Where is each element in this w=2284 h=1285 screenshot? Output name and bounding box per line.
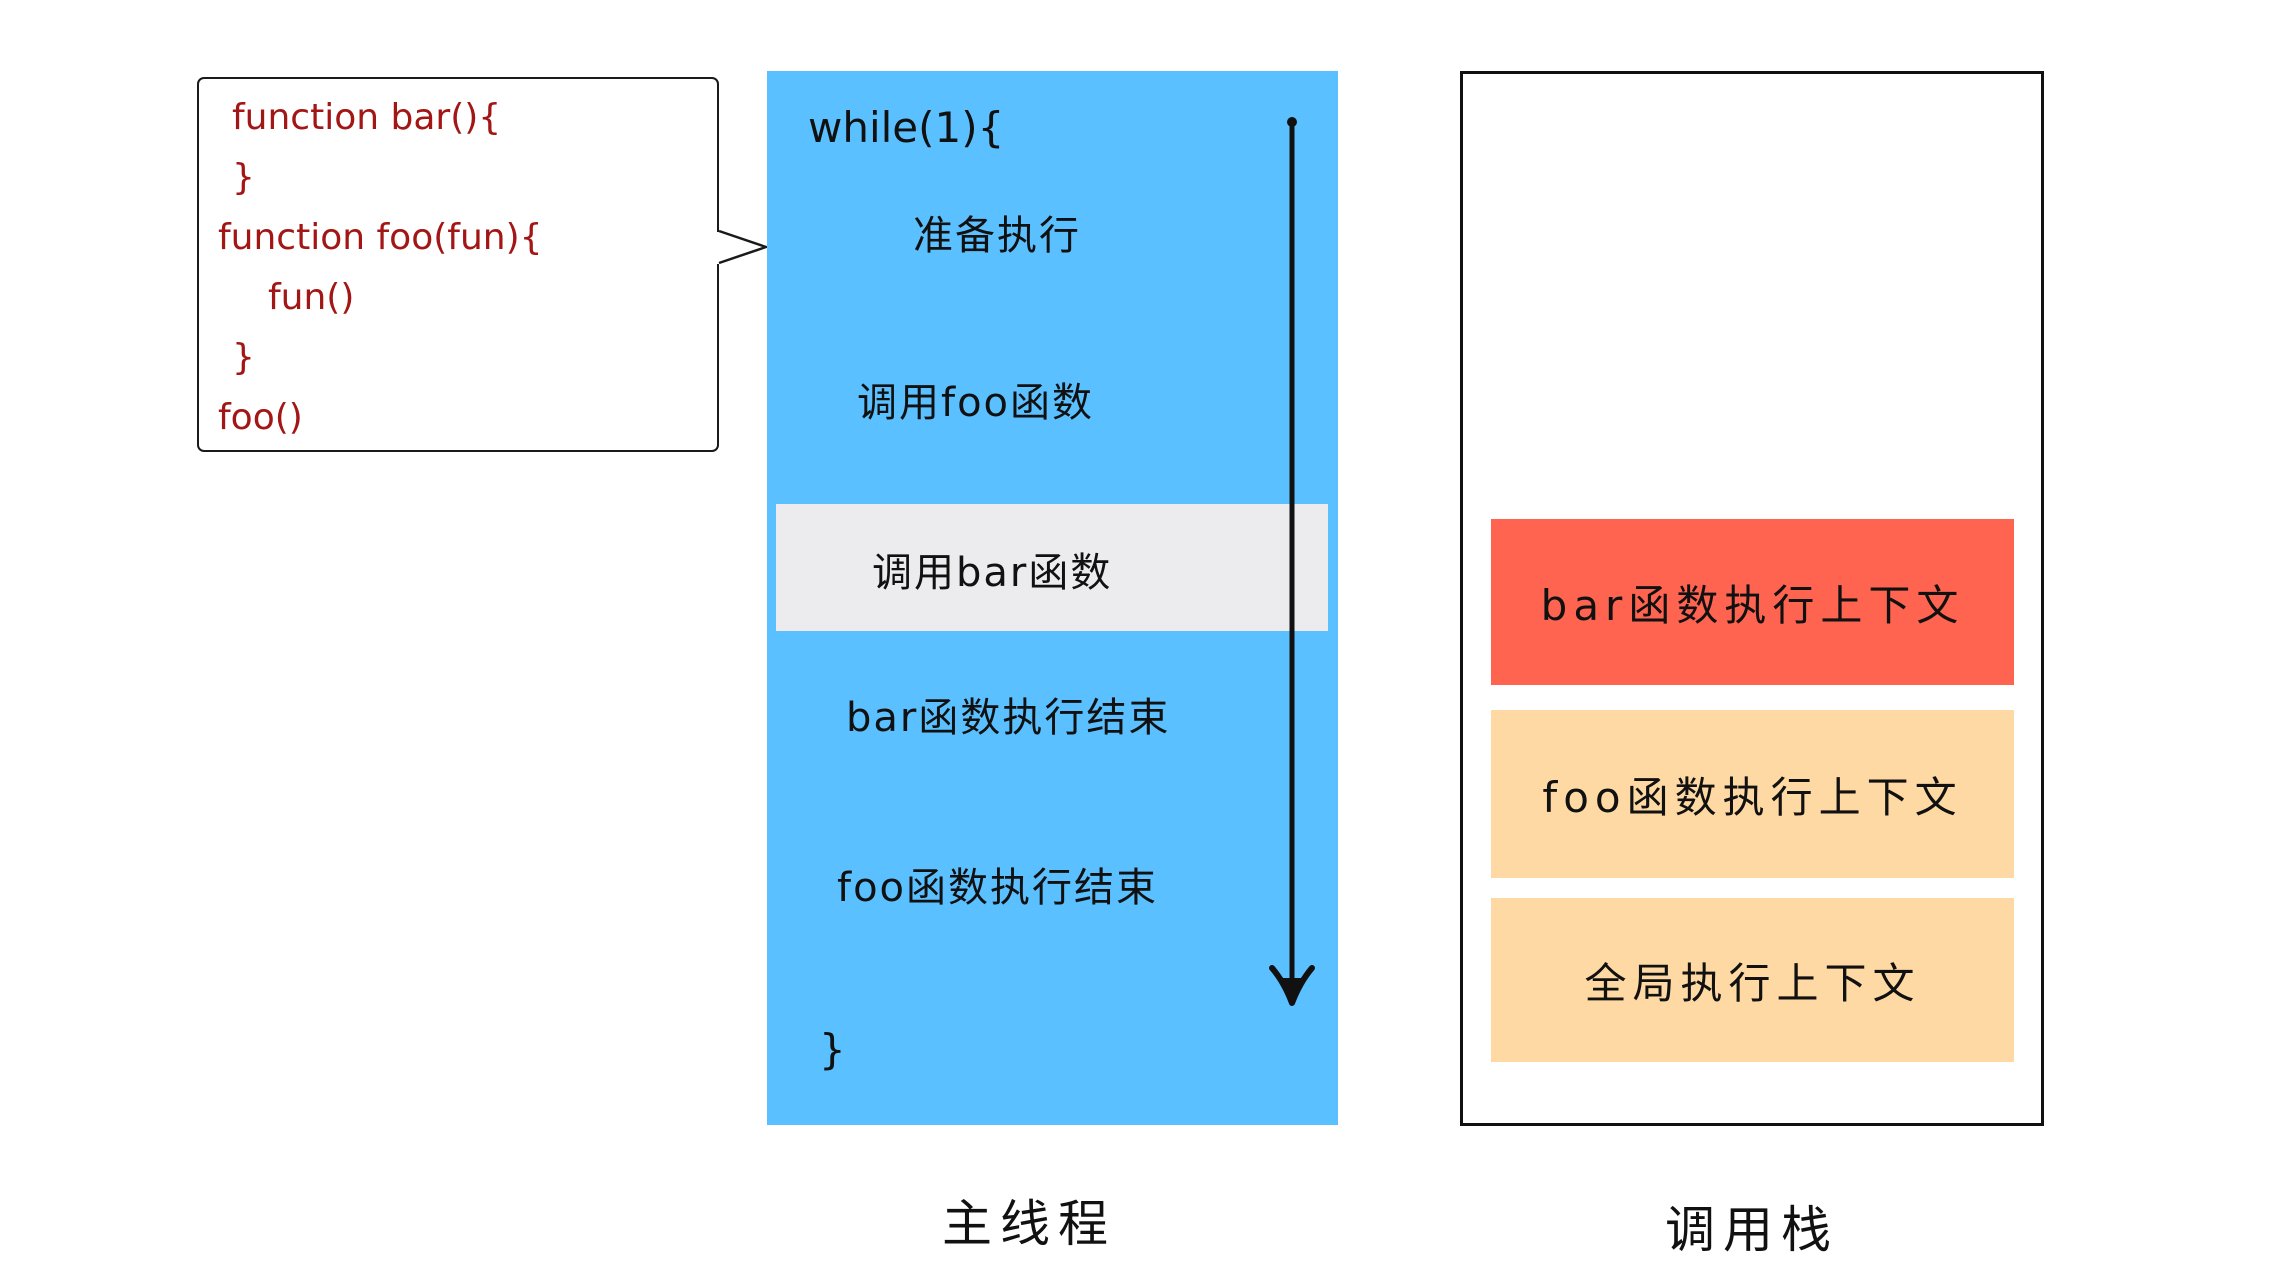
stack-frame-global: 全局执行上下文 <box>1491 898 2014 1062</box>
stack-frame-bar: bar函数执行上下文 <box>1491 519 2014 685</box>
code-line: function foo(fun){ <box>218 217 543 258</box>
step-call-bar: 调用bar函数 <box>872 550 1113 596</box>
code-line: foo() <box>218 397 303 438</box>
code-snippet-box <box>197 77 719 452</box>
loop-close-label: } <box>819 1025 846 1074</box>
callout-pointer <box>714 229 770 265</box>
code-line: } <box>232 157 255 198</box>
main-thread-caption: 主线程 <box>942 1195 1116 1253</box>
step-call-foo: 调用foo函数 <box>857 380 1095 426</box>
code-line: fun() <box>268 277 355 318</box>
code-line: } <box>232 337 255 378</box>
execution-flow-arrow-icon <box>1269 117 1315 1006</box>
call-stack-caption: 调用栈 <box>1665 1201 1839 1259</box>
loop-open-label: while(1){ <box>808 103 1005 152</box>
step-foo-finished: foo函数执行结束 <box>837 865 1159 911</box>
step-prepare: 准备执行 <box>913 213 1081 259</box>
stack-frame-label: foo函数执行上下文 <box>1542 772 1963 822</box>
stack-frame-foo: foo函数执行上下文 <box>1491 710 2014 878</box>
stack-frame-label: bar函数执行上下文 <box>1540 580 1965 630</box>
stack-frame-label: 全局执行上下文 <box>1584 958 1921 1008</box>
current-step-highlight <box>776 504 1328 631</box>
code-line: function bar(){ <box>232 97 502 138</box>
step-bar-finished: bar函数执行结束 <box>846 695 1171 741</box>
